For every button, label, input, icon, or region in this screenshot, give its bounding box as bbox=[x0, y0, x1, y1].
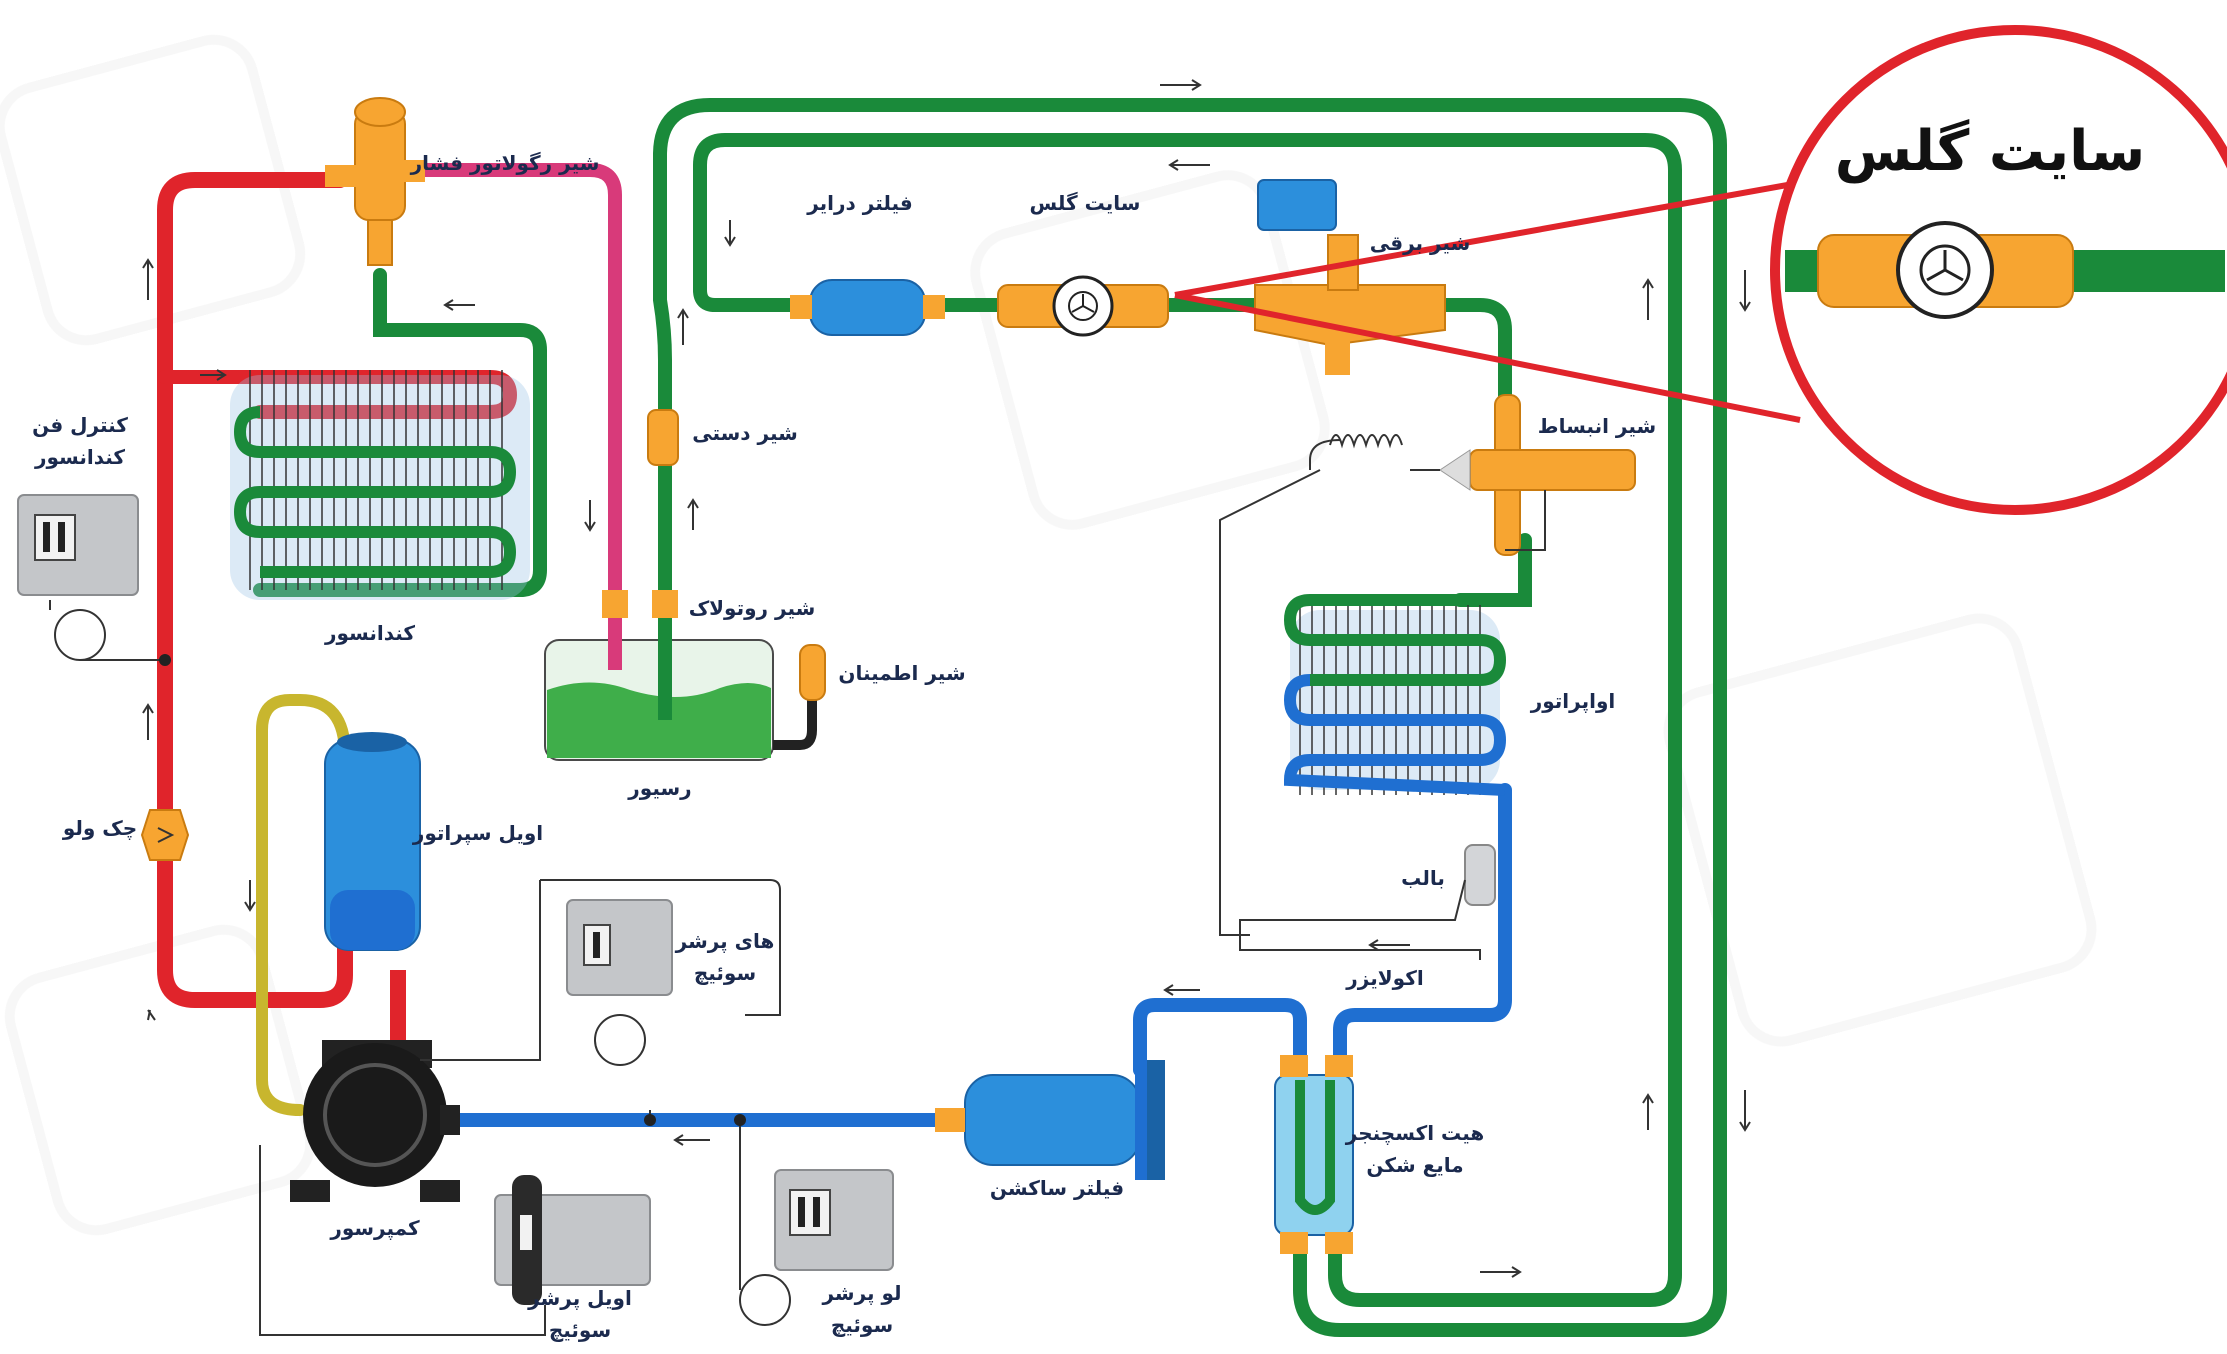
label-solenoid-valve: شیر برقی bbox=[1370, 231, 1471, 255]
pressure-regulator-valve bbox=[325, 97, 425, 266]
label-sight-glass: سایت گلس bbox=[1030, 191, 1141, 215]
oil-return-line bbox=[256, 694, 351, 1116]
compressor bbox=[290, 1040, 460, 1202]
liquid-line-inner-loop bbox=[693, 133, 1682, 1307]
label-suction-filter: فیلتر ساکشن bbox=[990, 1176, 1124, 1200]
liquid-line-outer-loop bbox=[653, 98, 1727, 1337]
discharge-line-condenser bbox=[158, 370, 518, 419]
label-high-pressure-switch-1: های پرشر bbox=[675, 929, 775, 954]
safety-valve bbox=[773, 644, 826, 750]
label-safety-valve: شیر اطمینان bbox=[838, 661, 965, 685]
filter-drier bbox=[790, 279, 945, 336]
label-low-pressure-switch-2: سوئیچ bbox=[831, 1313, 893, 1337]
suction-line-return bbox=[1333, 783, 1512, 1067]
label-pressure-regulator: شیر رگولاتور فشار bbox=[410, 151, 600, 175]
watermark bbox=[0, 34, 2097, 1236]
condenser-fan-control-switch bbox=[17, 494, 171, 666]
liquid-line-expansion bbox=[1453, 533, 1532, 607]
oil-separator bbox=[324, 732, 421, 951]
hot-gas-line bbox=[413, 163, 622, 667]
label-manual-valve: شیر دستی bbox=[692, 421, 798, 445]
label-high-pressure-switch-2: سوئیچ bbox=[694, 961, 756, 985]
heat-exchanger bbox=[1274, 1055, 1354, 1254]
label-equalizer: اکولایزر bbox=[1345, 966, 1423, 990]
label-condenser: کندانسور bbox=[324, 621, 415, 645]
manual-valve bbox=[647, 409, 679, 466]
label-condenser-fan-control-1: کنترل فن bbox=[32, 413, 128, 437]
sight-glass bbox=[997, 275, 1169, 337]
label-rotolock-valve: شیر روتولاک bbox=[689, 596, 816, 620]
label-check-valve: چک ولو bbox=[62, 816, 137, 841]
high-pressure-switch bbox=[420, 879, 781, 1066]
label-bulb: بالب bbox=[1401, 866, 1445, 890]
liquid-line-top bbox=[693, 283, 1512, 407]
low-pressure-switch bbox=[734, 1114, 894, 1326]
labels: شیر رگولاتور فشار کندانسور کنترل فن کندا… bbox=[32, 119, 2145, 1342]
label-oil-separator: اویل سپراتور bbox=[412, 821, 543, 846]
suction-line-evap bbox=[1133, 998, 1307, 1077]
label-heat-exchanger-2: مایع شکن bbox=[1366, 1153, 1463, 1177]
label-compressor: کمپرسور bbox=[329, 1216, 420, 1241]
sight-glass-zoom-callout bbox=[1174, 25, 2227, 515]
thermal-bulb bbox=[1239, 844, 1496, 960]
condenser-coil bbox=[230, 370, 530, 600]
label-heat-exchanger-1: هیت اکسچنجر bbox=[1345, 1121, 1484, 1146]
label-low-pressure-switch-1: لو پرشر bbox=[821, 1281, 901, 1306]
suction-filter bbox=[935, 1060, 1165, 1180]
label-receiver: رسیور bbox=[627, 776, 691, 800]
flow-arrows bbox=[142, 79, 1751, 1278]
label-evaporator: اواپراتور bbox=[1530, 689, 1616, 714]
liquid-line-receiver bbox=[653, 148, 672, 717]
evaporator-coil bbox=[1283, 594, 1507, 796]
expansion-valve bbox=[1219, 394, 1636, 936]
label-condenser-fan-control-2: کندانسور bbox=[34, 445, 125, 469]
check-valve bbox=[140, 809, 190, 861]
label-oil-pressure-switch-2: سوئیچ bbox=[549, 1318, 611, 1342]
condenser-outlet-line bbox=[253, 268, 547, 597]
oil-pressure-switch bbox=[259, 1110, 656, 1336]
receiver bbox=[544, 590, 774, 761]
label-oil-pressure-switch-1: اویل پرشر bbox=[527, 1286, 632, 1311]
discharge-line-left bbox=[157, 172, 353, 1008]
label-filter-drier: فیلتر درایر bbox=[806, 191, 913, 215]
label-expansion-valve: شیر انبساط bbox=[1538, 414, 1656, 438]
zoom-title: سایت گلس bbox=[1835, 119, 2146, 184]
